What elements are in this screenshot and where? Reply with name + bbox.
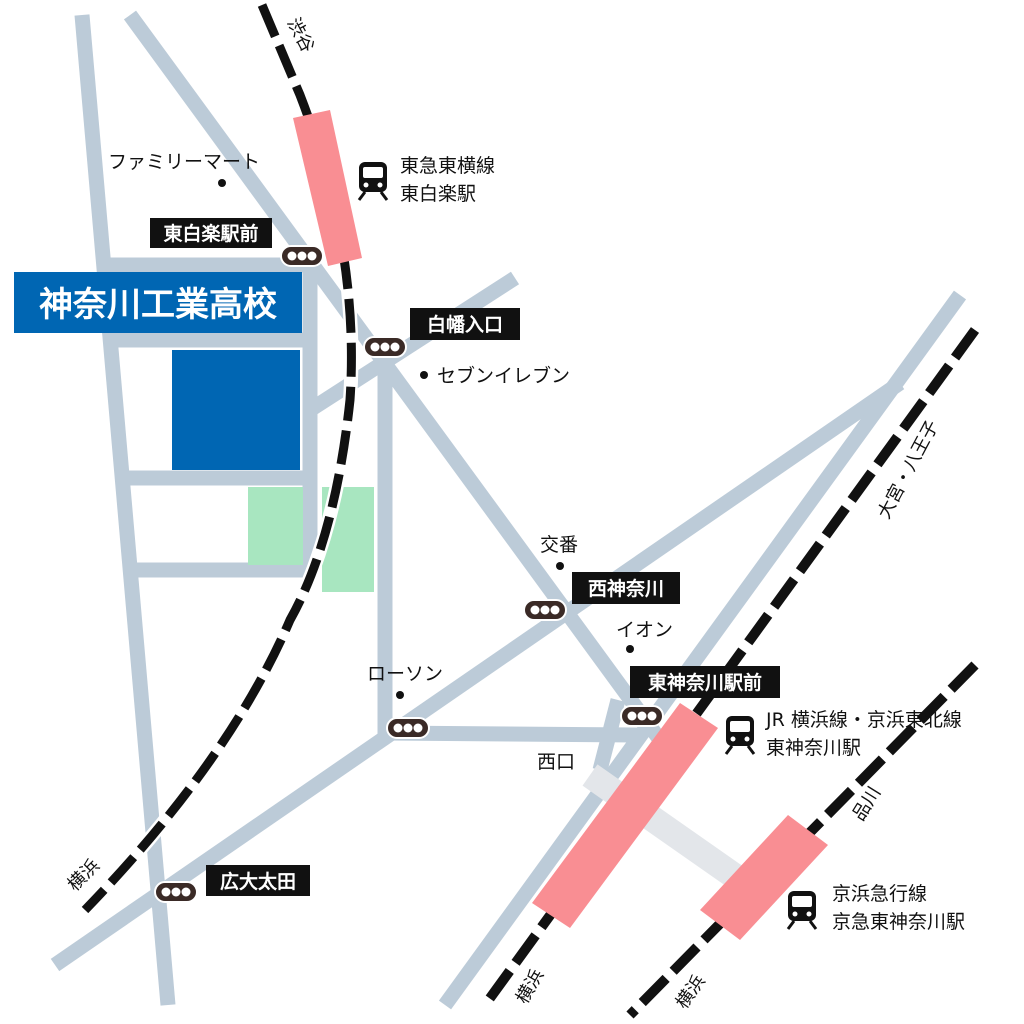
intersection-label: 西神奈川 — [588, 577, 664, 600]
road — [438, 290, 967, 1010]
landmark-aeon: イオン — [616, 619, 673, 641]
intersection-labels: 東白楽駅前 白幡入口 西神奈川 東神奈川駅前 広大太田 — [150, 218, 780, 896]
landmark-dot — [420, 371, 428, 379]
station-line: 東急東横線 — [400, 155, 495, 177]
green-area — [248, 487, 303, 565]
landmark-lawson: ローソン — [367, 663, 443, 685]
school-building — [172, 350, 300, 470]
direction-yokohama: 横浜 — [512, 966, 548, 1008]
landmark-police-box: 交番 — [540, 534, 578, 556]
intersection-label: 東神奈川駅前 — [648, 671, 762, 694]
landmark-dot — [396, 691, 404, 699]
jr-platform — [532, 703, 718, 928]
landmarks: ファミリーマート セブンイレブン 交番 イオン ローソン 西口 — [108, 151, 673, 773]
traffic-signal-icon — [280, 245, 324, 267]
direction-omiya-hachioji: 大宮・八王子 — [874, 417, 943, 522]
intersection-label: 広大太田 — [220, 870, 296, 893]
station-name: 東神奈川駅 — [766, 737, 861, 759]
roads — [50, 10, 967, 1010]
station-name: 京急東神奈川駅 — [832, 911, 965, 933]
traffic-signals — [154, 245, 664, 903]
traffic-signal-icon — [363, 336, 407, 358]
landmark-dot — [218, 179, 226, 187]
train-icon — [786, 889, 818, 931]
train-icon — [357, 160, 389, 202]
landmark-seven-eleven: セブンイレブン — [437, 364, 570, 387]
school-label-box — [14, 272, 302, 333]
landmark-familymart: ファミリーマート — [108, 151, 260, 173]
traffic-signal-icon — [386, 717, 430, 739]
road — [50, 376, 905, 972]
station-line: 京浜急行線 — [832, 883, 927, 905]
tokyu-platform — [293, 110, 362, 266]
road — [592, 698, 626, 772]
station-name: 東白楽駅 — [400, 183, 476, 205]
traffic-signal-icon — [154, 881, 198, 903]
west-exit-label: 西口 — [537, 751, 575, 773]
station-line: JR 横浜線・京浜東北線 — [765, 709, 962, 731]
traffic-signal-icon — [523, 599, 567, 621]
train-icon — [724, 714, 756, 756]
direction-shinagawa: 品川 — [848, 783, 885, 825]
road — [123, 10, 667, 745]
landmark-dot — [626, 645, 634, 653]
keikyu-platform — [700, 815, 828, 940]
school-name: 神奈川工業高校 — [39, 285, 277, 325]
direction-yokohama: 横浜 — [672, 971, 710, 1013]
intersection-label: 白幡入口 — [427, 313, 503, 336]
traffic-signal-icon — [620, 705, 664, 727]
landmark-dot — [556, 562, 564, 570]
intersection-label: 東白楽駅前 — [163, 222, 258, 245]
